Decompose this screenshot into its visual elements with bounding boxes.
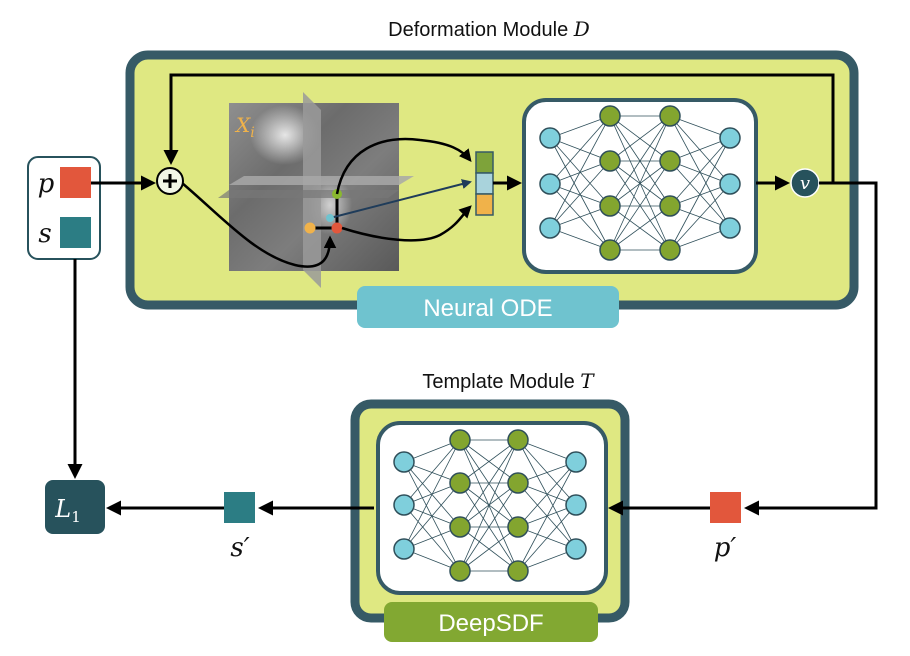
network-node — [719, 217, 741, 239]
network-node — [719, 127, 741, 149]
neural-ode-network — [539, 105, 741, 261]
network-edge — [517, 461, 577, 528]
network-node — [599, 195, 621, 217]
network-edge — [609, 205, 671, 251]
deformation-module-title: Deformation Module D — [388, 17, 590, 41]
feedback-loop-arrow — [163, 73, 835, 185]
velocity-to-pprime-arrow — [744, 181, 878, 516]
sample-point-blue — [326, 214, 334, 222]
network-edge — [403, 482, 461, 550]
network-node — [393, 451, 415, 473]
network-node — [565, 494, 587, 516]
feature-arrow-blue — [329, 179, 472, 219]
network-edge — [669, 137, 731, 207]
network-node — [539, 127, 561, 149]
network-edge — [609, 115, 671, 251]
network-edge — [459, 482, 519, 572]
network-node — [539, 217, 561, 239]
network-edge — [403, 439, 461, 506]
network-edge — [609, 115, 671, 162]
neural-ode-network-box — [522, 98, 758, 274]
network-node — [393, 538, 415, 560]
volume-slice-axial — [229, 176, 414, 185]
deepsdf-badge — [384, 602, 598, 642]
network-node — [599, 105, 621, 127]
feature-vector — [475, 151, 494, 216]
feature-cell-green — [475, 151, 494, 174]
network-edge — [669, 183, 731, 251]
network-edge — [459, 439, 519, 528]
loss-label: L1 — [54, 495, 80, 526]
output-sprime-label: s′ — [230, 533, 249, 563]
network-node — [507, 560, 529, 582]
network-edge — [459, 526, 519, 572]
volume-slice-highlight — [250, 105, 320, 165]
input-s-label: s — [38, 219, 51, 249]
neural-ode-label: Neural ODE — [423, 295, 552, 322]
output-sprime-square — [224, 492, 255, 523]
network-node — [719, 173, 741, 195]
input-p-label: p — [38, 169, 55, 199]
network-node — [449, 429, 471, 451]
sample-point-red — [331, 222, 343, 234]
network-node — [659, 150, 681, 172]
network-edge — [549, 115, 611, 229]
network-node — [659, 195, 681, 217]
network-edge — [549, 160, 611, 229]
network-node — [659, 239, 681, 261]
deepsdf-network-box — [376, 421, 608, 595]
input-p-square — [60, 167, 91, 198]
volume-slice-axial-shade — [218, 190, 399, 198]
output-pprime-square — [710, 492, 741, 523]
network-node — [507, 429, 529, 451]
network-edge — [459, 439, 519, 572]
network-edge — [517, 461, 577, 572]
network-node — [507, 472, 529, 494]
network-node — [449, 472, 471, 494]
image-volume: Xi — [218, 92, 414, 288]
network-node — [599, 239, 621, 261]
volume-label: Xi — [234, 113, 255, 141]
deepsdf-network — [393, 429, 587, 582]
feature-cell-blue — [475, 172, 494, 195]
feature-arrow-orange — [341, 205, 472, 242]
network-node — [539, 173, 561, 195]
velocity-label: v — [800, 173, 810, 194]
sample-point-orange — [304, 222, 316, 234]
network-edge — [459, 439, 519, 484]
network-edge — [669, 115, 731, 185]
input-s-square — [60, 217, 91, 248]
network-edge — [609, 160, 671, 251]
loss-box — [45, 480, 105, 534]
template-module-title: Template Module T — [422, 369, 595, 393]
network-edge — [549, 115, 611, 185]
plus-icon — [163, 174, 177, 188]
network-node — [599, 150, 621, 172]
network-node — [507, 516, 529, 538]
feature-arrow-green — [335, 137, 472, 195]
neural-ode-badge — [357, 286, 619, 328]
network-node — [565, 451, 587, 473]
network-node — [449, 516, 471, 538]
network-node — [393, 494, 415, 516]
network-edge — [609, 115, 671, 207]
network-node — [449, 560, 471, 582]
deepsdf-label: DeepSDF — [438, 610, 543, 637]
network-node — [565, 538, 587, 560]
point-flow-arrow — [181, 182, 337, 268]
network-node — [659, 105, 681, 127]
network-edge — [669, 137, 731, 251]
output-pprime-label: p′ — [714, 533, 737, 563]
network-edge — [517, 504, 577, 572]
feature-cell-orange — [475, 193, 494, 216]
network-edge — [403, 439, 461, 550]
